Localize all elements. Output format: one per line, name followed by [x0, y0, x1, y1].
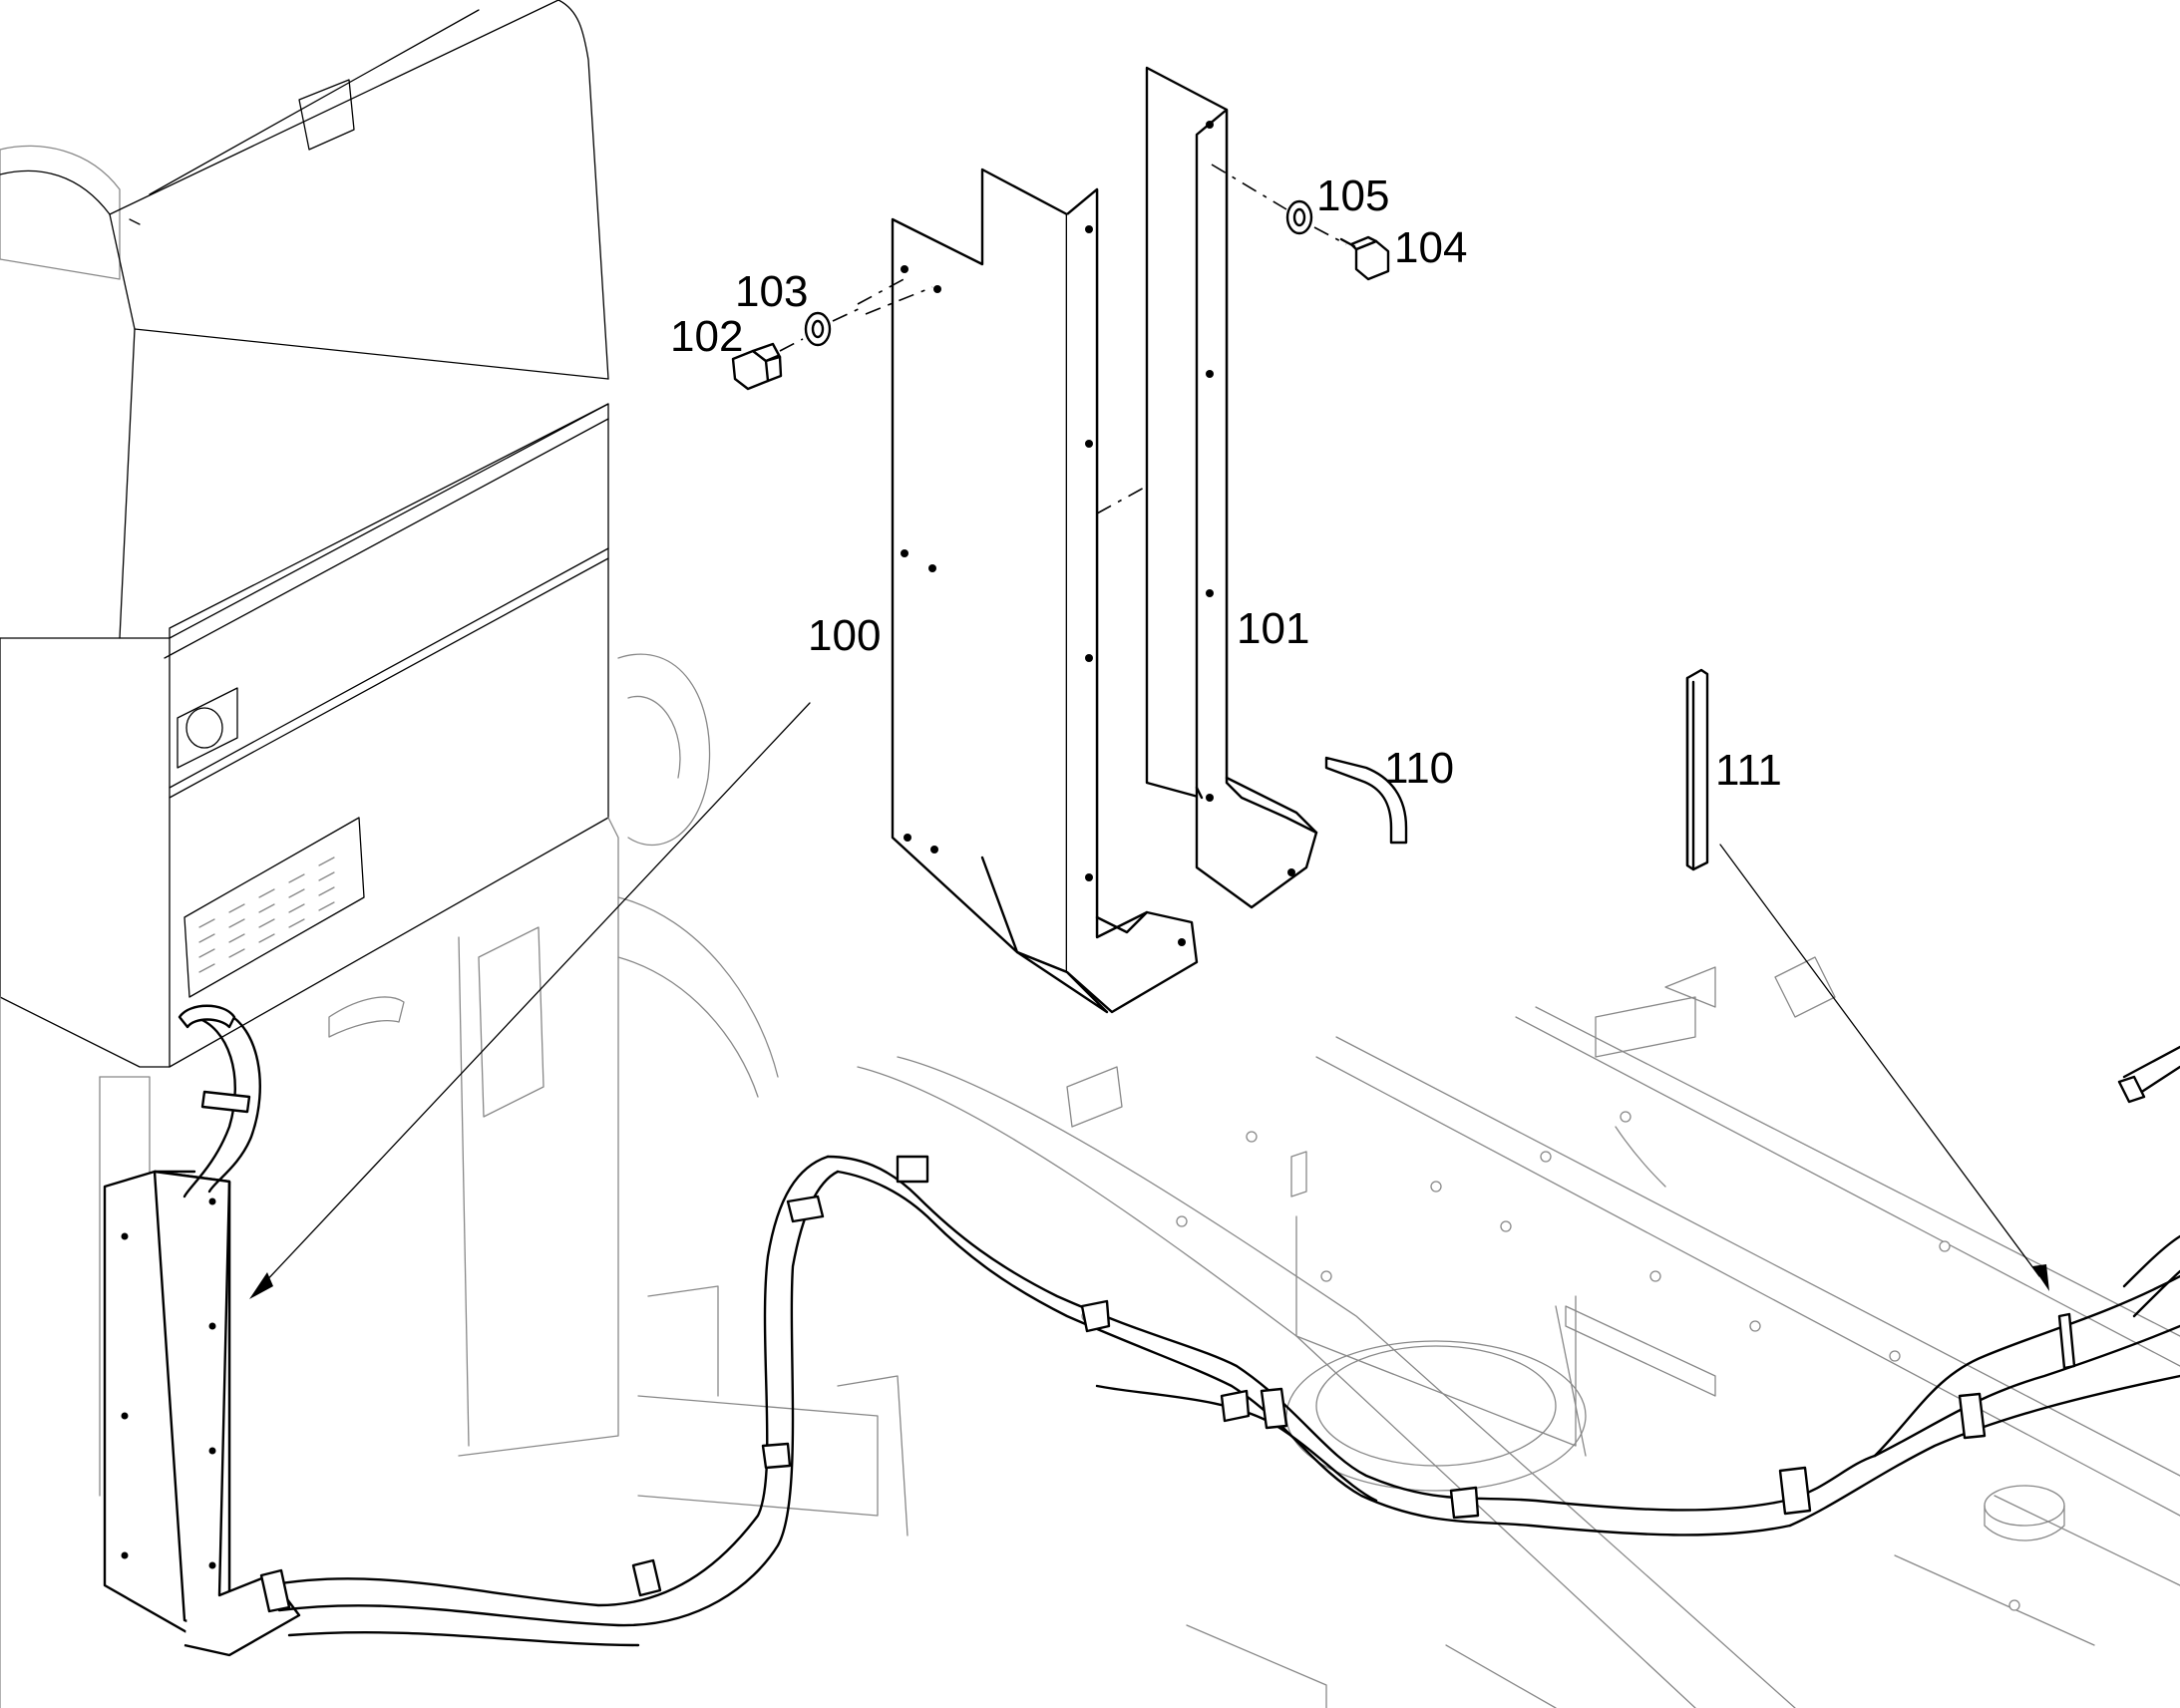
- part-102-bolt: [731, 342, 783, 391]
- callout-111: 111: [1715, 746, 1782, 795]
- vent-slots: [198, 856, 335, 973]
- part-101-bracket: [1145, 66, 1318, 909]
- part-103-washer: [804, 311, 832, 347]
- fastener-axis-104: [1211, 164, 1347, 245]
- part-110-strip: [1324, 756, 1408, 845]
- callout-103: 103: [735, 267, 808, 316]
- installed-bracket-100-assembly: [103, 1170, 301, 1657]
- part-105-washer: [1285, 199, 1313, 235]
- fastener-axis-102b: [865, 286, 933, 315]
- part-111-channel: [1685, 668, 1709, 871]
- callout-105: 105: [1316, 171, 1389, 220]
- callout-100: 100: [808, 611, 881, 660]
- leader-lines: [249, 702, 2049, 1299]
- callout-104: 104: [1394, 223, 1467, 272]
- chassis-bolts: [1081, 1111, 2020, 1611]
- part-100-bracket: [891, 168, 1199, 1014]
- fastener-axis-102: [779, 276, 908, 352]
- callout-101: 101: [1237, 604, 1309, 653]
- chassis-frame-background: [617, 653, 2180, 1708]
- callout-labels: 100 101 102 103 104 105 110 111: [670, 171, 1782, 795]
- callout-110: 110: [1384, 744, 1454, 793]
- machine-cabinet-background: [0, 0, 619, 1708]
- part-104-bolt: [1339, 235, 1390, 281]
- hose-harness: [178, 1004, 2180, 1647]
- callout-102: 102: [670, 312, 743, 361]
